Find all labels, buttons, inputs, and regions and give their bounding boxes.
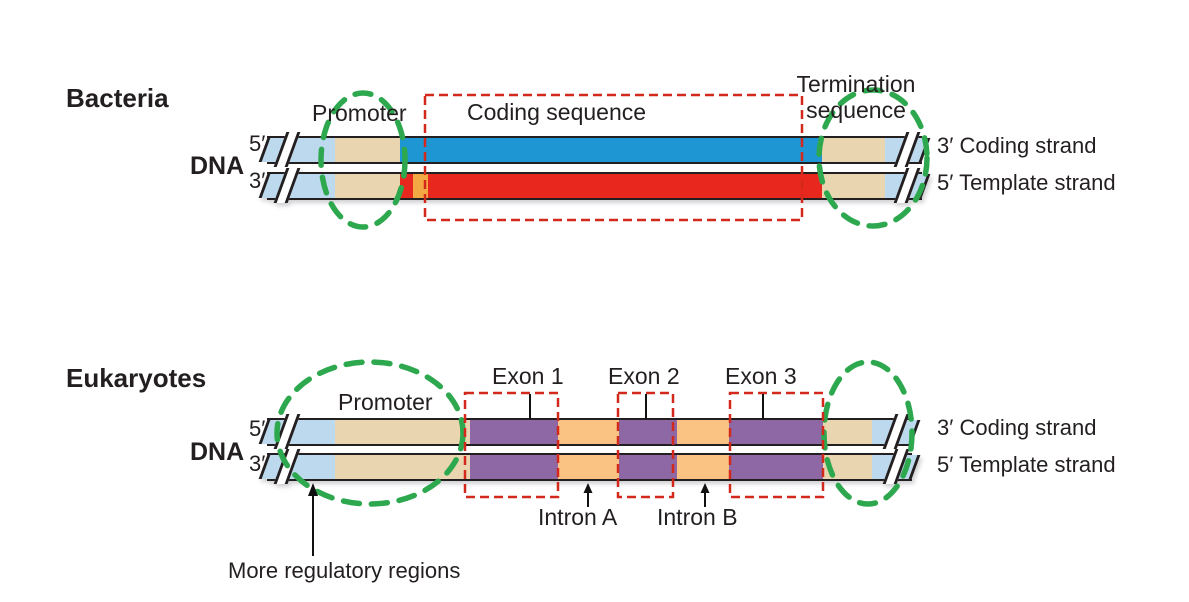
transcription-start-site xyxy=(413,174,428,198)
template-region xyxy=(400,174,822,198)
exon-2-region xyxy=(619,455,677,479)
intron-a-label: Intron A xyxy=(538,504,618,530)
bacteria-coding-sequence-label: Coding sequence xyxy=(467,99,647,125)
promoter-region xyxy=(335,455,470,479)
exon-1-region xyxy=(470,455,558,479)
exon-3-region xyxy=(729,420,823,444)
bacteria-five-prime-label: 5′ xyxy=(249,131,266,156)
promoter-region xyxy=(335,138,400,162)
more-regulatory-arrowhead xyxy=(308,483,318,496)
intron-b-arrowhead xyxy=(700,483,710,493)
flank-region xyxy=(823,455,872,479)
bacteria-template-strand xyxy=(258,168,931,203)
eukaryotes-title: Eukaryotes xyxy=(66,363,207,393)
flank-region xyxy=(823,420,872,444)
bacteria-coding-strand xyxy=(258,132,931,167)
termination-label-line2: sequence xyxy=(806,96,906,123)
eukaryotes-coding-strand xyxy=(258,414,921,449)
bacteria-promoter-label: Promoter xyxy=(312,100,407,126)
intron-a-region xyxy=(558,455,619,479)
exon-3-region xyxy=(729,455,823,479)
bacteria-termination-label: Termination sequence xyxy=(780,71,932,124)
eukaryotes-five-prime-label: 5′ xyxy=(249,416,266,441)
bacteria-title: Bacteria xyxy=(66,83,169,113)
termination-region xyxy=(822,138,885,162)
termination-region xyxy=(822,174,885,198)
promoter-region xyxy=(335,420,470,444)
exon-1-label: Exon 1 xyxy=(492,363,564,389)
promoter-region xyxy=(335,174,400,198)
coding-sequence-region xyxy=(400,138,822,162)
bacteria-coding-strand-label: 3′ Coding strand xyxy=(937,133,1097,158)
intron-a-region xyxy=(558,420,619,444)
bacteria-template-strand-label: 5′ Template strand xyxy=(937,170,1116,195)
eukaryotes-template-strand xyxy=(258,449,921,484)
eukaryotes-coding-strand-label: 3′ Coding strand xyxy=(937,415,1097,440)
termination-label-line1: Termination xyxy=(796,71,916,97)
intron-b-region xyxy=(677,455,729,479)
exon-3-label: Exon 3 xyxy=(725,363,797,389)
more-regulatory-regions-label: More regulatory regions xyxy=(228,558,461,583)
intron-b-label: Intron B xyxy=(657,504,738,530)
bacteria-dna-label: DNA xyxy=(190,152,245,180)
eukaryotes-three-prime-label: 3′ xyxy=(249,451,266,476)
bacteria-three-prime-label: 3′ xyxy=(249,168,266,193)
eukaryotes-template-strand-label: 5′ Template strand xyxy=(937,452,1116,477)
intron-b-region xyxy=(677,420,729,444)
eukaryotes-promoter-label: Promoter xyxy=(338,389,433,415)
exon-1-region xyxy=(470,420,558,444)
exon-2-region xyxy=(619,420,677,444)
exon-2-label: Exon 2 xyxy=(608,363,680,389)
intron-a-arrowhead xyxy=(583,483,593,493)
eukaryotes-dna-label: DNA xyxy=(190,438,245,466)
